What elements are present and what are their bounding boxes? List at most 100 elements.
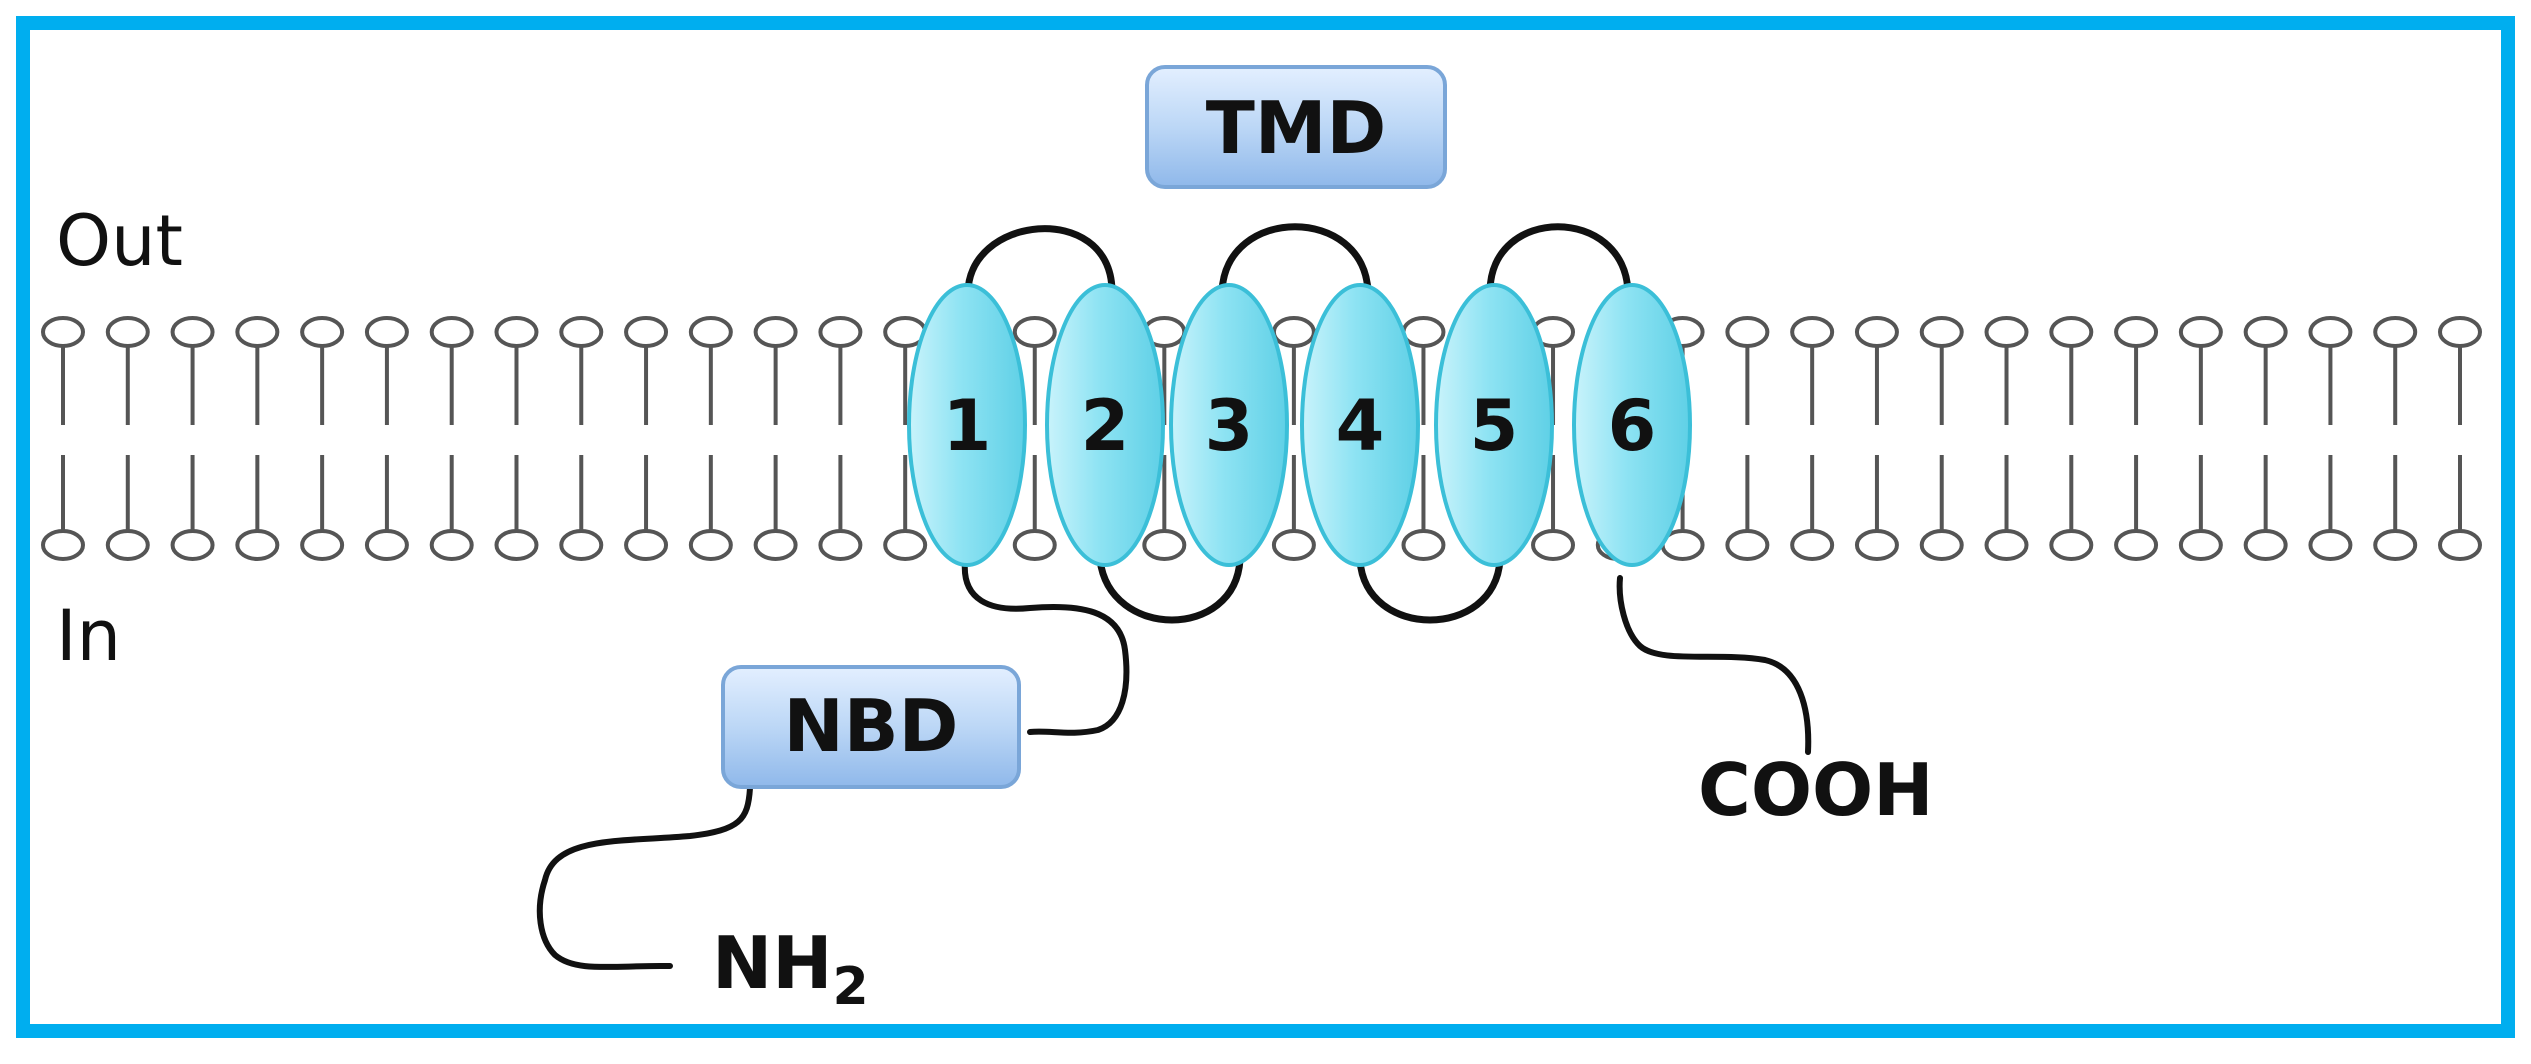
n-terminus-text: NH (712, 921, 833, 1005)
lipid-pair (1271, 316, 1316, 561)
helix-5: 5 (1434, 283, 1554, 567)
helix-number: 6 (1608, 385, 1657, 467)
lipid-head (1919, 529, 1964, 561)
helix-1: 1 (907, 283, 1027, 567)
lipid-head (624, 529, 669, 561)
helix-3: 3 (1169, 283, 1289, 567)
loop-5-6 (1486, 223, 1632, 296)
lipid-head (2308, 316, 2353, 348)
lipid-head (2114, 529, 2159, 561)
lipid-head (2373, 529, 2418, 561)
lipid-head (1984, 316, 2029, 348)
lipid-head (883, 529, 928, 561)
tmd-box: TMD (1145, 65, 1447, 189)
lipid-pair (2049, 316, 2094, 561)
lipid-head (105, 316, 150, 348)
lipid-pair (1725, 316, 1770, 561)
lipid-head (1401, 316, 1446, 348)
lipid-pair (2243, 316, 2288, 561)
lipid-pair (2308, 316, 2353, 561)
lipid-head (1854, 529, 1899, 561)
lipid-head (1790, 529, 1835, 561)
lipid-pair (1012, 316, 1057, 561)
helix-number: 1 (943, 385, 992, 467)
lipid-head (1142, 529, 1187, 561)
lipid-pair (429, 316, 474, 561)
lipid-head (2438, 529, 2482, 561)
lipid-head (41, 316, 85, 348)
lipid-pair (1790, 316, 1835, 561)
tmd-label: TMD (1206, 86, 1387, 170)
lipid-pair (300, 316, 345, 561)
lipid-head (1725, 529, 1770, 561)
lipid-head (1271, 316, 1316, 348)
lipid-head (2178, 529, 2223, 561)
lipid-pair (1854, 316, 1899, 561)
lipid-pair (2373, 316, 2418, 561)
lipid-head (1012, 316, 1057, 348)
lipid-head (105, 529, 150, 561)
lipid-head (494, 316, 539, 348)
loop-3-4 (1218, 223, 1372, 296)
lipid-pair (2114, 316, 2159, 561)
lipid-head (753, 316, 798, 348)
lipid-pair (624, 316, 669, 561)
lipid-head (2178, 316, 2223, 348)
lipid-head (1531, 529, 1576, 561)
nbd-box-shape (721, 665, 1021, 789)
lipid-pair (1984, 316, 2029, 561)
diagram-frame (16, 16, 2515, 1038)
lipid-pair (2178, 316, 2223, 561)
lipid-head (1854, 316, 1899, 348)
lipid-head (1984, 529, 2029, 561)
lipid-head (2049, 529, 2094, 561)
lipid-head (235, 529, 280, 561)
helix-number: 4 (1336, 385, 1385, 467)
c-terminal-tail (1616, 575, 1812, 755)
lipid-head (818, 316, 863, 348)
lipid-head (429, 529, 474, 561)
lipid-head (364, 316, 409, 348)
helix-shape (1169, 283, 1289, 567)
lipid-pair (688, 316, 733, 561)
lipid-pair (494, 316, 539, 561)
lipid-head (2049, 316, 2094, 348)
lipid-pair (364, 316, 409, 561)
lipid-head (624, 316, 669, 348)
lipid-head (2308, 529, 2353, 561)
lipid-head (2243, 316, 2288, 348)
lipid-head (364, 529, 409, 561)
helix1-to-nbd (961, 559, 1130, 736)
n-terminus-subscript: 2 (833, 957, 869, 1017)
lipid-head (1725, 316, 1770, 348)
lipid-pair (170, 316, 215, 561)
lipid-head (41, 529, 85, 561)
lipid-pair (1142, 316, 1187, 561)
lipid-head (494, 529, 539, 561)
nbd-to-nh2 (536, 785, 753, 970)
lipid-head (688, 529, 733, 561)
lipid-head (688, 316, 733, 348)
lipid-head (2373, 316, 2418, 348)
lipid-head (1401, 529, 1446, 561)
helix6-to-cooh (1616, 575, 1812, 755)
n-terminal-tail (536, 559, 1130, 970)
lipid-head (2438, 316, 2482, 348)
n-terminus-label: NH2 (712, 921, 869, 1017)
helix-shape (1572, 283, 1692, 567)
lipid-pair (559, 316, 604, 561)
lipid-head (818, 529, 863, 561)
helix-number: 2 (1081, 385, 1130, 467)
lipid-pair (2438, 316, 2482, 561)
helix-number: 3 (1205, 385, 1254, 467)
helix-2: 2 (1045, 283, 1165, 567)
lipid-head (753, 529, 798, 561)
helix-shape (1045, 283, 1165, 567)
helix-shape (1300, 283, 1420, 567)
inside-label: In (56, 595, 121, 677)
lipid-pair (105, 316, 150, 561)
lipid-head (1919, 316, 1964, 348)
lipid-pair (753, 316, 798, 561)
lipid-head (300, 316, 345, 348)
